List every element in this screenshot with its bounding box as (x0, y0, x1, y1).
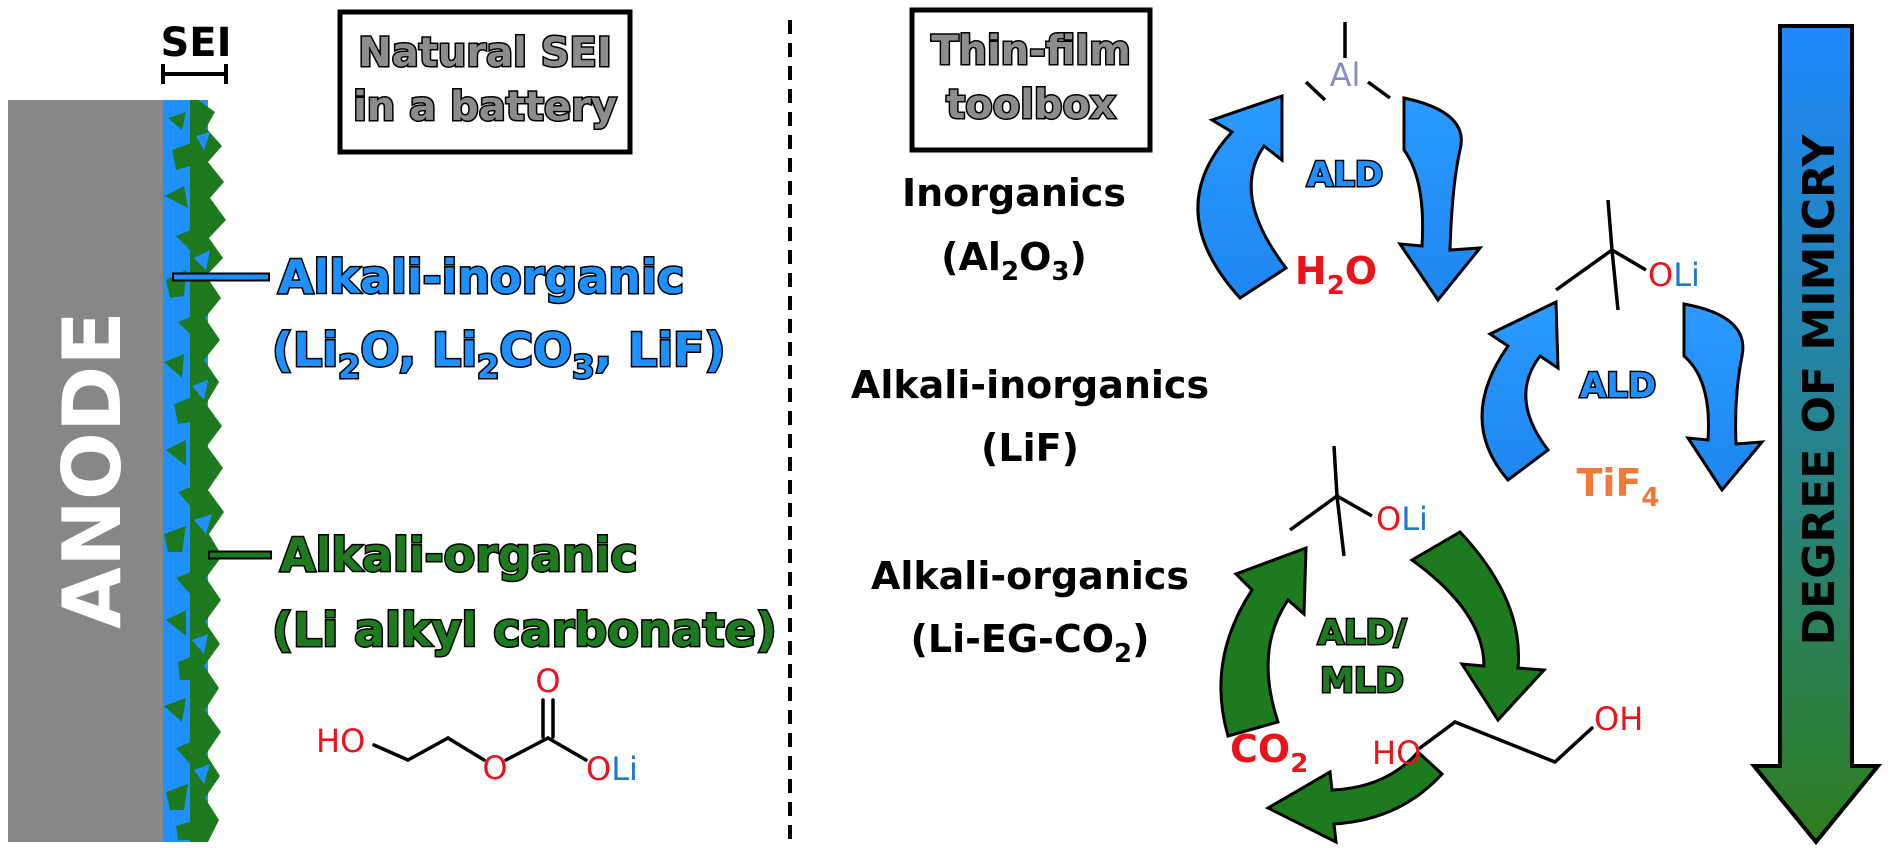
natural-sei-title-box (337, 9, 633, 155)
toolbox-title-line1: Thin-film (931, 28, 1131, 74)
organic-precursor-oli: OLi (1376, 500, 1428, 538)
alkali-organics-title: Alkali-organics (871, 554, 1189, 598)
molecule-o-li: OLi (586, 750, 638, 788)
organic-cycle-label-line2: MLD (1320, 661, 1404, 701)
anode-label: ANODE (46, 311, 139, 629)
natural-sei-title-line1: Natural SEI (358, 30, 611, 76)
lif-cycle-label: ALD (1580, 366, 1656, 406)
li-tert-butoxide-precursor-1 (1554, 199, 1647, 311)
sei-thickness-bracket (161, 64, 228, 84)
molecule-ho: HO (316, 722, 365, 760)
anode-slab (8, 100, 163, 842)
eg-ho: HO (1372, 734, 1421, 772)
sei-green-fragments (164, 112, 198, 840)
lif-precursor-oli: OLi (1648, 256, 1700, 294)
sei-blue-fragments (192, 132, 212, 784)
sei-label: SEI (160, 20, 231, 66)
ethylene-glycol-molecule: HO OH (1372, 700, 1643, 772)
alkali-inorganics-title: Alkali-inorganics (851, 363, 1209, 407)
organic-cycle-arrow-left (1219, 545, 1308, 738)
lif-cycle-arrow-right (1682, 302, 1766, 493)
organic-cycle-label-line1: ALD/ (1318, 613, 1407, 653)
al2o3-cycle-label: ALD (1307, 155, 1383, 195)
lif-ald-cycle: OLi ALD TiF4 (1480, 199, 1766, 513)
organic-cycle-arrow-right (1409, 530, 1548, 723)
al2o3-cycle-arrow-right (1396, 96, 1484, 303)
al-atom-label: Al (1330, 56, 1361, 94)
natural-sei-title-line2: in a battery (353, 84, 617, 130)
sei-layer (163, 100, 226, 842)
inorganics-formula: (Al2O3) (941, 235, 1087, 287)
organic-cycle-arrow-bottom (1264, 749, 1445, 845)
alkali-organics-formula: (Li-EG-CO2) (911, 617, 1150, 669)
molecule-o-carbonyl: O (535, 662, 560, 700)
inorganics-title: Inorganics (902, 171, 1126, 215)
li-alkyl-carbonate-molecule: HO O O OLi (316, 662, 638, 788)
li-tert-butoxide-precursor-2 (1288, 445, 1373, 557)
degree-of-mimicry-arrow: DEGREE OF MIMICRY (1749, 24, 1883, 846)
eg-oh: OH (1594, 700, 1643, 738)
toolbox-title-box (909, 7, 1153, 153)
sei-green-outer-edge (190, 100, 226, 842)
alkali-organic-title: Alkali-organic (280, 528, 638, 582)
alkali-inorganic-title: Alkali-inorganic (278, 250, 684, 304)
li-eg-co2-ald-mld-cycle: OLi ALD/ MLD CO2 HO OH (1219, 445, 1643, 845)
h2o-reactant: H2O (1295, 249, 1377, 301)
al2o3-cycle-arrow-left (1196, 93, 1289, 300)
co2-reactant: CO2 (1230, 727, 1308, 779)
left-panel: ANODE (8, 9, 778, 842)
tif4-reactant: TiF4 (1577, 461, 1660, 513)
alkali-organic-formula: (Li alkyl carbonate) (272, 603, 777, 657)
alkali-inorganic-formula: (Li2O, Li2CO3, LiF) (272, 323, 725, 386)
al2o3-ald-cycle: Al ALD H2O (1196, 22, 1484, 303)
right-panel: Thin-film toolbox Inorganics (Al2O3) Alk… (851, 7, 1883, 846)
lif-cycle-arrow-left (1480, 299, 1560, 483)
molecule-o-ester: O (482, 749, 507, 787)
al-precursor: Al (1304, 22, 1392, 102)
degree-of-mimicry-label: DEGREE OF MIMICRY (1794, 134, 1845, 646)
alkali-inorganics-formula: (LiF) (981, 426, 1079, 470)
toolbox-title-line2: toolbox (946, 82, 1116, 128)
